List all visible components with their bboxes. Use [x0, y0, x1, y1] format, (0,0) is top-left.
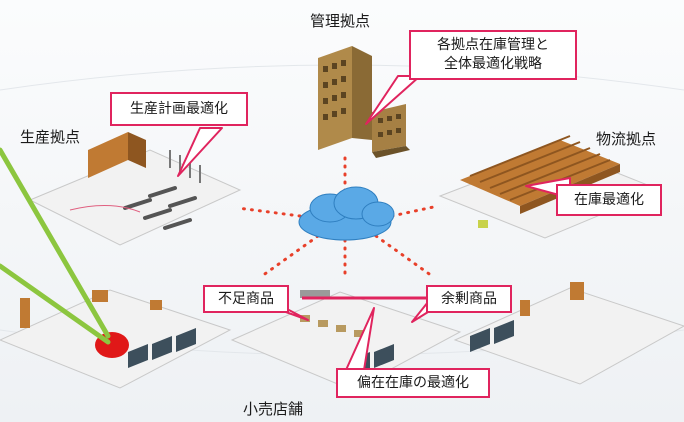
retail-store-right-icon [453, 282, 684, 385]
management-strategy-callout: 各拠点在庫管理と 全体最適化戦略 [409, 30, 577, 80]
production-plan-callout: 生産計画最適化 [110, 92, 248, 126]
pointer-lines [0, 147, 111, 345]
shortage-callout: 不足商品 [203, 285, 289, 313]
management-callout-line2: 全体最適化戦略 [444, 56, 542, 72]
management-base-label: 管理拠点 [310, 12, 371, 30]
cloud-icon [298, 186, 395, 241]
surplus-callout: 余剰商品 [426, 285, 512, 313]
uneven-inventory-callout: 偏在在庫の最適化 [336, 368, 490, 398]
retail-store-left-icon [0, 289, 232, 389]
production-facility-icon [28, 132, 242, 246]
logistics-base-label: 物流拠点 [596, 130, 657, 148]
management-callout-line1: 各拠点在庫管理と [437, 37, 549, 54]
management-building-icon [318, 46, 410, 158]
production-base-label: 生産拠点 [20, 128, 81, 146]
retail-store-label: 小売店舗 [243, 400, 304, 418]
inventory-optimization-callout: 在庫最適化 [556, 184, 662, 216]
